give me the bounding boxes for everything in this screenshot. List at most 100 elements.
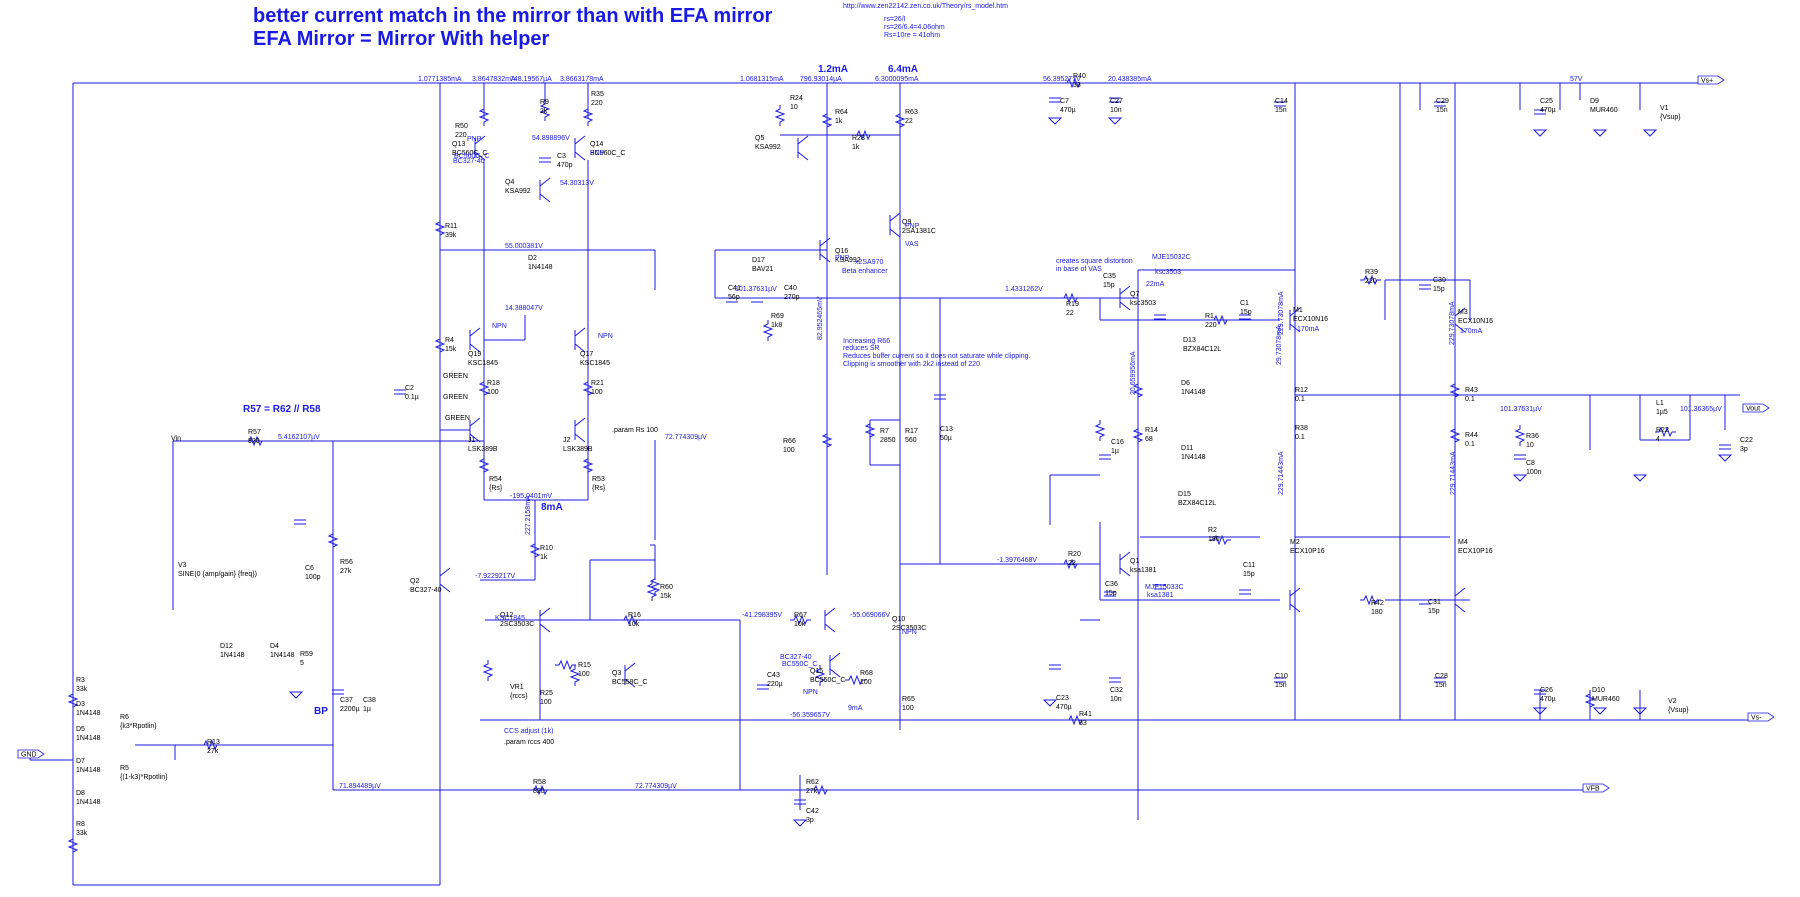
component-value: 1N4148 xyxy=(270,652,295,659)
component-name: R56 xyxy=(340,559,353,566)
transistor-emitter xyxy=(819,253,831,263)
component-name: R17 xyxy=(905,428,918,435)
transistor-emitter xyxy=(574,151,586,161)
component-value: BC558C_C xyxy=(612,679,647,686)
port-label-vplus[interactable]: Vs+ xyxy=(1701,78,1713,85)
resistor-symbol xyxy=(327,530,339,551)
annotation-text: KSC1845 xyxy=(495,615,525,622)
transistor-collector xyxy=(474,135,486,145)
component-value: BZX84C12L xyxy=(1178,500,1216,507)
component-name: V2 xyxy=(1668,698,1677,705)
component-name: R62 xyxy=(806,779,819,786)
component-value: 220 xyxy=(1205,322,1217,329)
component-value: 15k xyxy=(660,593,672,600)
component-value: 10n xyxy=(1110,696,1122,703)
transistor-collector xyxy=(624,662,636,672)
component-value: 220 xyxy=(455,132,467,139)
component-name: M1 xyxy=(1293,307,1303,314)
port-flag-gnd[interactable] xyxy=(17,749,45,759)
port-label-vminus[interactable]: Vs- xyxy=(1751,715,1762,722)
resistor-symbol xyxy=(1210,534,1231,546)
component-value: {(1-k3)*Rpotlin} xyxy=(120,774,168,781)
resistor-symbol xyxy=(649,575,661,596)
component-name: C10 xyxy=(1275,673,1288,680)
resistor-symbol xyxy=(814,665,826,686)
component-value: 0.1 xyxy=(1295,396,1305,403)
component-name: C35 xyxy=(1103,273,1116,280)
annotation-text: R57 = R62 // R58 xyxy=(243,404,321,415)
ground-symbol xyxy=(1532,707,1548,715)
port-label-vin[interactable]: Vin xyxy=(171,436,181,443)
resistor-symbol xyxy=(1063,77,1084,89)
component-value: 100 xyxy=(860,679,872,686)
component-value: 56p xyxy=(728,294,740,301)
component-name: D2 xyxy=(528,255,537,262)
component-value: 270p xyxy=(784,294,800,301)
node-voltage-label: 71.894489µV xyxy=(339,783,381,790)
resistor-symbol xyxy=(582,455,594,476)
node-current-label: 29.73078mA xyxy=(1276,325,1283,365)
component-name: R20 xyxy=(1068,551,1081,558)
component-name: R21 xyxy=(591,380,604,387)
port-flag-vminus[interactable] xyxy=(1747,712,1775,722)
component-name: R6 xyxy=(120,714,129,721)
reference-url[interactable]: http://www.zen22142.zen.co.uk/Theory/rs_… xyxy=(843,3,1008,10)
resistor-symbol xyxy=(67,835,79,856)
component-name: D11 xyxy=(1181,445,1193,452)
resistor-symbol xyxy=(434,335,446,356)
component-value: 15p xyxy=(1240,309,1252,316)
resistor-symbol xyxy=(67,690,79,711)
transistor-collector xyxy=(824,607,836,617)
port-flag-vfb[interactable] xyxy=(1582,783,1610,793)
port-label-vfb[interactable]: VFB xyxy=(1586,786,1600,793)
component-value: BC560C_C xyxy=(590,150,625,157)
node-voltage-label: 20.438385mA xyxy=(1108,76,1152,83)
node-current-label: 229.71443mA xyxy=(1278,451,1285,495)
node-voltage-label: 54.30313V xyxy=(560,180,594,187)
component-name: R16 xyxy=(628,612,641,619)
component-value: 33k xyxy=(76,686,88,693)
component-value: 100p xyxy=(305,574,321,581)
resistor-symbol xyxy=(1132,425,1144,446)
port-flag-vplus[interactable] xyxy=(1697,75,1725,85)
component-name: R59 xyxy=(300,651,313,658)
annotation-text: PNP xyxy=(835,255,850,262)
component-value: ECX10P16 xyxy=(1458,548,1493,555)
transistor-emitter xyxy=(1289,603,1301,613)
port-label-vout[interactable]: Vout xyxy=(1746,406,1760,413)
component-name: C2 xyxy=(405,385,414,392)
component-value: 2k xyxy=(540,108,548,115)
component-name: D3 xyxy=(76,701,85,708)
component-value: ECX10N16 xyxy=(1458,318,1493,325)
annotation-text: .param Rs 100 xyxy=(612,427,658,434)
port-flag-vout[interactable] xyxy=(1742,403,1770,413)
port-label-gnd[interactable]: GND xyxy=(21,752,37,759)
annotation-text: BC550C_C xyxy=(782,661,817,668)
component-name: R14 xyxy=(1145,427,1158,434)
component-value: SINE(0 {amp/gain} {freq}) xyxy=(178,571,257,578)
component-name: Q7 xyxy=(1130,291,1139,298)
component-value: 1k xyxy=(852,144,860,151)
component-value: {k3*Rpotlin} xyxy=(120,723,157,730)
component-value: 15k xyxy=(445,346,457,353)
component-name: R53 xyxy=(592,476,605,483)
component-name: C6 xyxy=(305,565,314,572)
transistor-emitter xyxy=(539,193,551,203)
transistor-collector xyxy=(1454,587,1466,597)
node-voltage-label: -41.298395V xyxy=(742,612,782,619)
annotation-text: NPN xyxy=(598,333,613,340)
node-current-label: 20.659956mA xyxy=(1130,351,1137,395)
component-name: D8 xyxy=(76,790,85,797)
transistor-emitter xyxy=(1454,603,1466,613)
component-value: 15p xyxy=(1433,286,1445,293)
component-value: 22 xyxy=(1066,310,1074,317)
component-name: R11 xyxy=(445,223,457,230)
component-name: Q14 xyxy=(590,141,603,148)
component-name: C22 xyxy=(1740,437,1753,444)
component-value: 1N4148 xyxy=(1181,454,1206,461)
component-name: R42 xyxy=(1371,600,1384,607)
transistor-emitter xyxy=(1289,323,1301,333)
component-value: 820 xyxy=(533,788,545,795)
